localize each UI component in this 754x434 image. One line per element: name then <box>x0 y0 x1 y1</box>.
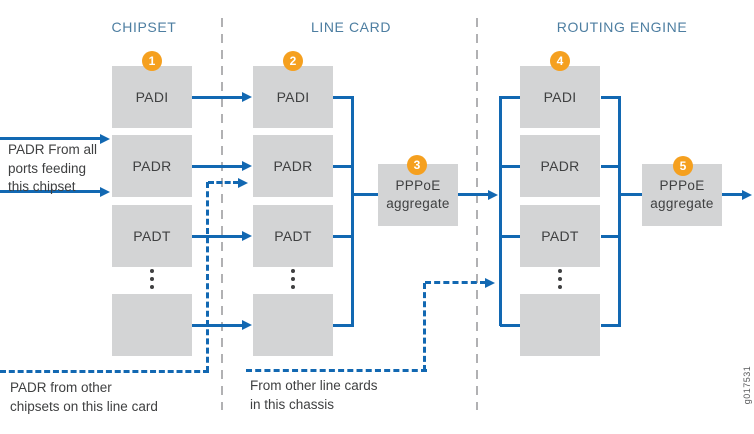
stub-re-left-padi <box>500 96 521 99</box>
arrowhead-other-chipsets <box>238 178 248 188</box>
arrowhead-chipset-padi <box>242 92 252 102</box>
box-chipset-padt: PADT <box>112 205 192 267</box>
stub-linecard-extra <box>333 324 354 327</box>
bus-re-left <box>499 96 502 326</box>
box-linecard-padr: PADR <box>253 135 333 197</box>
line-chipset-extra <box>192 324 243 327</box>
stub-re-left-padr <box>500 165 521 168</box>
arrowhead-other-linecards <box>485 278 495 288</box>
arrowhead-aggregate5-out <box>742 190 752 200</box>
figure-id-watermark: g017531 <box>742 365 752 405</box>
box-re-padr: PADR <box>520 135 600 197</box>
stub-re-left-extra <box>500 324 521 327</box>
arrowhead-input-bottom <box>100 187 110 197</box>
line-chipset-padi <box>192 96 243 99</box>
step-badge-4: 4 <box>550 51 570 71</box>
stub-re-right-padi <box>601 96 621 99</box>
line-input-top <box>0 137 101 140</box>
stub-re-right-padr <box>601 165 621 168</box>
dashed-other-linecards-horizontal <box>246 369 427 372</box>
step-badge-3: 3 <box>407 155 427 175</box>
arrowhead-aggregate3-to-re <box>488 190 498 200</box>
arrowhead-chipset-extra <box>242 320 252 330</box>
bus-linecard <box>351 96 354 326</box>
line-bus-to-aggregate3 <box>353 193 379 196</box>
section-header-routing-engine: ROUTING ENGINE <box>556 19 688 35</box>
line-chipset-padt <box>192 235 243 238</box>
line-input-bottom <box>0 190 101 193</box>
arrowhead-chipset-padt <box>242 231 252 241</box>
box-linecard-extra <box>253 294 333 356</box>
box-pppoe-aggregate-linecard: PPPoE aggregate <box>378 164 458 226</box>
stub-linecard-padt <box>333 235 354 238</box>
dashed-other-chipsets-arrowline <box>208 181 239 184</box>
annotation-left-input: PADR From all ports feeding this chipset <box>8 142 98 194</box>
line-bus-to-aggregate5 <box>620 193 642 196</box>
section-header-line-card: LINE CARD <box>310 19 392 35</box>
stub-re-left-padt <box>500 235 521 238</box>
dashed-other-chipsets-vertical <box>206 182 209 372</box>
annotation-other-chipsets: PADR from other chipsets on this line ca… <box>10 380 158 414</box>
stub-linecard-padi <box>333 96 354 99</box>
arrowhead-input-top <box>100 134 110 144</box>
separator-linecard-routingengine <box>476 18 478 410</box>
step-badge-5: 5 <box>673 156 693 176</box>
separator-chipset-linecard <box>221 18 223 410</box>
bus-re-right <box>618 96 621 326</box>
dashed-other-linecards-vertical <box>423 283 426 371</box>
box-linecard-padi: PADI <box>253 66 333 128</box>
box-chipset-padi: PADI <box>112 66 192 128</box>
dashed-other-chipsets-horizontal <box>0 370 209 373</box>
step-badge-1: 1 <box>142 51 162 71</box>
box-pppoe-aggregate-re: PPPoE aggregate <box>642 164 722 226</box>
line-aggregate3-to-re <box>457 193 489 196</box>
ellipsis-dots-linecard <box>291 269 295 289</box>
box-re-padt: PADT <box>520 205 600 267</box>
stub-linecard-padr <box>333 165 354 168</box>
arrowhead-chipset-padr <box>242 161 252 171</box>
stub-re-right-padt <box>601 235 621 238</box>
step-badge-2: 2 <box>283 51 303 71</box>
box-chipset-extra <box>112 294 192 356</box>
line-chipset-padr <box>192 165 243 168</box>
box-re-padi: PADI <box>520 66 600 128</box>
section-header-chipset: CHIPSET <box>111 19 177 35</box>
dashed-other-linecards-arrowline <box>425 281 486 284</box>
box-linecard-padt: PADT <box>253 205 333 267</box>
ellipsis-dots-re <box>558 269 562 289</box>
box-chipset-padr: PADR <box>112 135 192 197</box>
stub-re-right-extra <box>601 324 621 327</box>
annotation-other-linecards: From other line cards in this chassis <box>250 378 378 412</box>
line-aggregate5-out <box>722 193 743 196</box>
box-re-extra <box>520 294 600 356</box>
ellipsis-dots-chipset <box>150 269 154 289</box>
